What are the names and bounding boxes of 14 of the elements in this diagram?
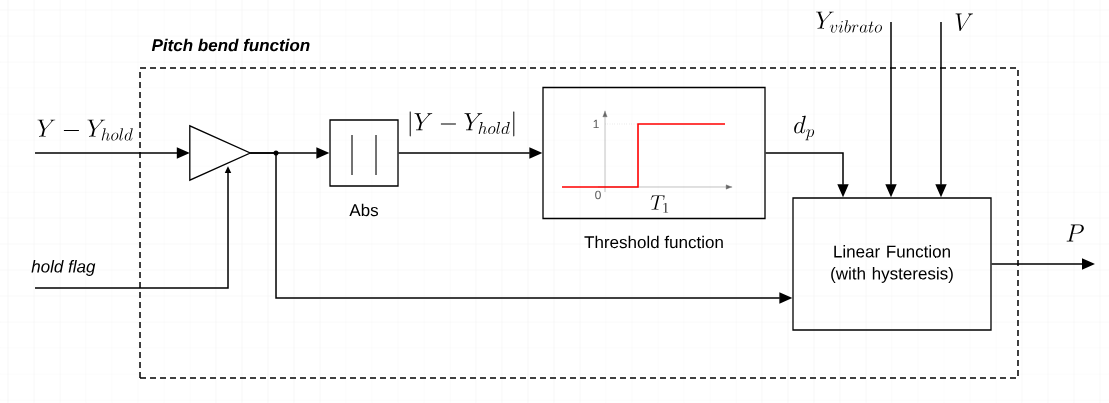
function-box: Linear Function (with hysteresis) [792, 197, 992, 331]
signal-label: $|Y - Y_{hold}|$ [409, 111, 515, 137]
signal-label: $V$ [955, 13, 973, 31]
tick-label: 0 [595, 190, 601, 200]
signal-label: $P$ [1066, 224, 1084, 242]
signal-label: $Y_{vibrato}$ [816, 11, 883, 33]
group-title: Pitch bend function [151, 38, 310, 52]
signal-label: $Y - Y_{hold}$ [37, 119, 133, 141]
axis-label: $T_1$ [650, 195, 669, 213]
tick-label: 1 [593, 119, 599, 129]
block-caption: Abs [349, 203, 379, 217]
signal-label: hold flag [31, 260, 96, 276]
block-caption: Threshold function [584, 235, 723, 249]
signal-label: $d_p$ [794, 115, 815, 141]
